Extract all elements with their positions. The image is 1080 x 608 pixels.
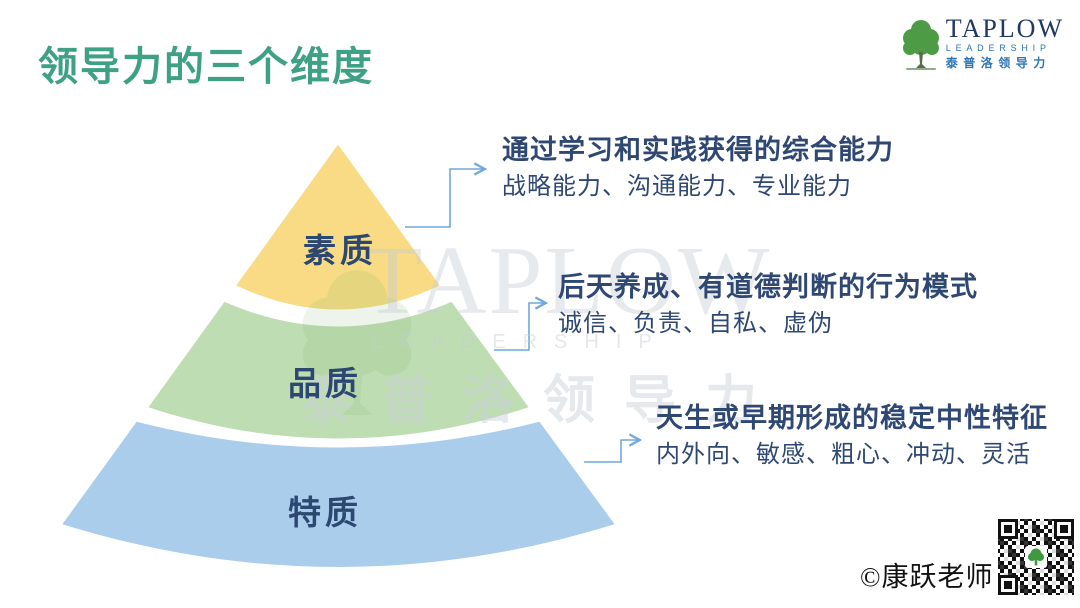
annotation-suzhi: 通过学习和实践获得的综合能力 战略能力、沟通能力、专业能力 (502, 133, 894, 202)
cone-segment-middle (144, 298, 533, 442)
cone-segment-bottom (58, 418, 619, 570)
connector-middle (494, 303, 545, 351)
tree-icon (902, 20, 939, 70)
annotation-heading: 天生或早期形成的稳定中性特征 (656, 403, 1048, 433)
author-credit: ©康跃老师 (860, 562, 994, 592)
connector-top (405, 169, 484, 228)
logo-subtitle: LEADERSHIP (945, 43, 1051, 53)
logo-name: TAPLOW (945, 14, 1064, 43)
qr-finder-patterns (998, 519, 1074, 595)
cone-label-pinzhi: 品质 (288, 367, 362, 403)
annotation-tezhi: 天生或早期形成的稳定中性特征 内外向、敏感、粗心、冲动、灵活 (656, 401, 1048, 470)
connector-bottom (584, 440, 639, 463)
annotation-examples: 内外向、敏感、粗心、冲动、灵活 (656, 442, 1031, 468)
annotation-heading: 后天养成、有道德判断的行为模式 (558, 272, 978, 302)
annotation-heading: 通过学习和实践获得的综合能力 (502, 135, 894, 165)
cone-segment-top (232, 140, 444, 313)
qr-code (996, 517, 1076, 597)
page-title: 领导力的三个维度 (38, 44, 374, 89)
qr-center-tree-icon (1025, 546, 1047, 568)
annotation-examples: 战略能力、沟通能力、专业能力 (502, 174, 852, 200)
cone-label-suzhi: 素质 (303, 234, 377, 270)
taplow-logo: TAPLOW LEADERSHIP 泰普洛领导力 (900, 16, 1064, 74)
annotation-pinzhi: 后天养成、有道德判断的行为模式 诚信、负责、自私、虚伪 (558, 270, 978, 339)
cone-label-tezhi: 特质 (288, 496, 362, 532)
logo-chinese: 泰普洛领导力 (945, 56, 1051, 70)
logo-text: TAPLOW LEADERSHIP 泰普洛领导力 (945, 14, 1064, 71)
annotation-examples: 诚信、负责、自私、虚伪 (558, 311, 833, 337)
